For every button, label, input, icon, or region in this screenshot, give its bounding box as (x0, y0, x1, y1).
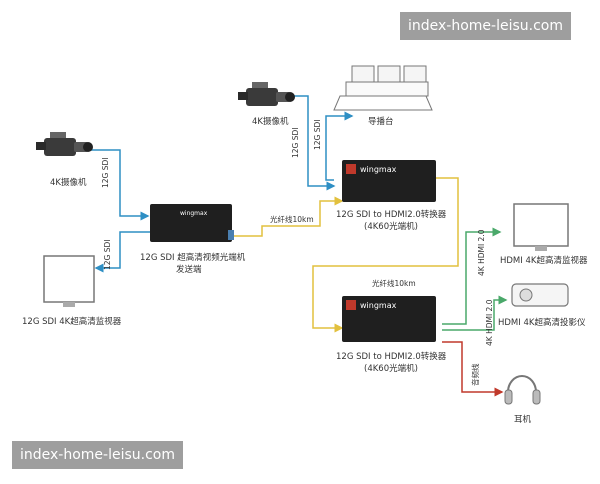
monitor-left-icon (43, 255, 95, 307)
monitor-left-label: 12G SDI 4K超高清监视器 (22, 316, 122, 327)
link-label-sdi-cam-left: 12G SDI (101, 158, 110, 189)
transmitter-device: wingmax (150, 204, 234, 242)
sdi-line-cam-left (90, 149, 150, 221)
headphones-icon (504, 375, 541, 405)
camera-left-icon (36, 132, 93, 156)
fiber-line-1 (232, 196, 344, 237)
audio-line (442, 341, 504, 397)
sdi-line-cam-top (292, 95, 336, 191)
link-label-fiber-1: 光纤线10km (270, 214, 314, 224)
monitor-right-label: HDMI 4K超高清监视器 (500, 255, 588, 266)
link-label-sdi-monitor: 12G SDI (103, 240, 112, 271)
link-label-hdmi-2: 4K HDMI 2.0 (485, 299, 494, 346)
receiver-top-label-2: (4K60光端机) (364, 221, 418, 232)
receiver-bottom-device: wingmax (342, 296, 436, 342)
link-label-sdi-switcher: 12G SDI (313, 120, 322, 151)
monitor-right-icon (513, 203, 569, 251)
link-label-audio: 音频线 (470, 363, 480, 386)
headphones-label: 耳机 (514, 414, 532, 425)
projector-icon (511, 283, 569, 307)
watermark-top: index-home-leisu.com (400, 12, 572, 40)
hdmi-line-2 (442, 295, 508, 331)
link-label-sdi-cam-top: 12G SDI (291, 128, 300, 159)
camera-left-label: 4K摄像机 (50, 177, 87, 188)
camera-top-icon (238, 82, 295, 106)
hdmi-line-1 (442, 227, 502, 325)
link-label-hdmi-1: 4K HDMI 2.0 (477, 229, 486, 276)
transmitter-label-1: 12G SDI 超高清视频光端机 (140, 252, 246, 263)
receiver-top-label-1: 12G SDI to HDMI2.0转换器 (336, 209, 447, 220)
switcher-label: 导播台 (368, 116, 394, 127)
receiver-top-brand: wingmax (360, 165, 397, 174)
camera-top-label: 4K摄像机 (252, 116, 289, 127)
receiver-bottom-brand: wingmax (360, 301, 397, 310)
sdi-line-switcher (325, 111, 354, 181)
switcher-icon (333, 65, 433, 111)
link-label-fiber-2: 光纤线10km (372, 278, 416, 288)
transmitter-label-2: 发送端 (176, 264, 202, 275)
projector-label: HDMI 4K超高清投影仪 (498, 317, 586, 328)
receiver-top-device: wingmax (342, 160, 436, 202)
receiver-bottom-label-1: 12G SDI to HDMI2.0转换器 (336, 351, 447, 362)
watermark-bottom: index-home-leisu.com (12, 441, 184, 469)
receiver-bottom-label-2: (4K60光端机) (364, 363, 418, 374)
fiber-line-2 (312, 177, 459, 333)
transmitter-brand: wingmax (180, 210, 208, 217)
sdi-line-monitor-left (94, 231, 152, 273)
